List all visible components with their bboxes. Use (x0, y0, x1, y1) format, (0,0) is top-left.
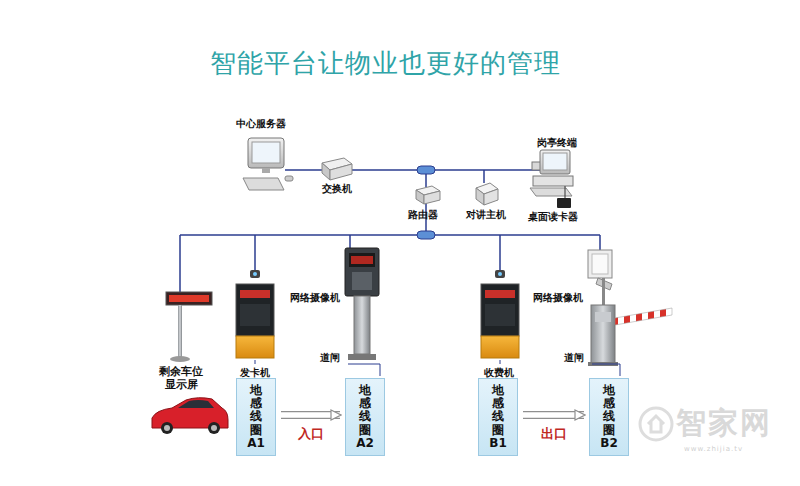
loop-id: B2 (600, 437, 618, 450)
loop-id: A2 (356, 437, 374, 450)
reader-cable (565, 186, 566, 198)
device-label: 路由器 (408, 209, 438, 221)
server-computer (243, 138, 293, 190)
loop-detector-box: 地感线圈B1 (478, 378, 518, 456)
device-label: 剩余车位 显示屏 (156, 365, 206, 391)
watermark-logo (640, 408, 672, 440)
watermark: 智家网 (676, 405, 772, 441)
device-label: 道闸 (564, 352, 584, 364)
loop-id: A1 (247, 437, 265, 450)
loop-detector-box: 地感线圈A2 (345, 378, 385, 456)
flow-arrow (523, 412, 584, 418)
device-label: 网络摄像机 (290, 292, 340, 304)
flow-label: 入口 (296, 425, 326, 443)
device-label: 中心服务器 (236, 118, 286, 130)
arrow-outline (281, 411, 340, 419)
watermark: www.zhijia.tv (684, 445, 743, 453)
toll-machine (481, 270, 519, 358)
loop-detector-box: 地感线圈A1 (236, 378, 276, 456)
loop-name: 地感线圈 (359, 384, 371, 437)
diagram-title: 智能平台让物业也更好的管理 (0, 46, 770, 81)
loop-name: 地感线圈 (250, 384, 262, 437)
device-label: 桌面读卡器 (528, 211, 578, 223)
loop-id: B1 (489, 437, 507, 450)
remaining-space-display (166, 292, 212, 362)
router-device (416, 186, 440, 204)
flow-label: 出口 (539, 425, 569, 443)
intercom-device (476, 183, 498, 205)
network-wire (180, 170, 600, 292)
device-label: 岗亭终端 (537, 137, 577, 149)
loop-detector-box: 地感线圈B2 (589, 378, 629, 456)
switch-device (322, 158, 352, 180)
card-reader (557, 198, 571, 208)
exit-camera-barrier (588, 250, 672, 366)
red-car (152, 398, 228, 434)
entry-camera-pillar (345, 248, 379, 360)
device-label: 网络摄像机 (533, 292, 583, 304)
device-label: 交换机 (322, 183, 352, 195)
card-dispenser (236, 270, 274, 358)
loop-name: 地感线圈 (603, 384, 615, 437)
device-label: 对讲主机 (466, 209, 506, 221)
arrow-outline (523, 411, 584, 419)
booth-terminal (530, 150, 573, 196)
loop-name: 地感线圈 (492, 384, 504, 437)
device-label: 道闸 (320, 352, 340, 364)
flow-arrow (281, 412, 340, 418)
